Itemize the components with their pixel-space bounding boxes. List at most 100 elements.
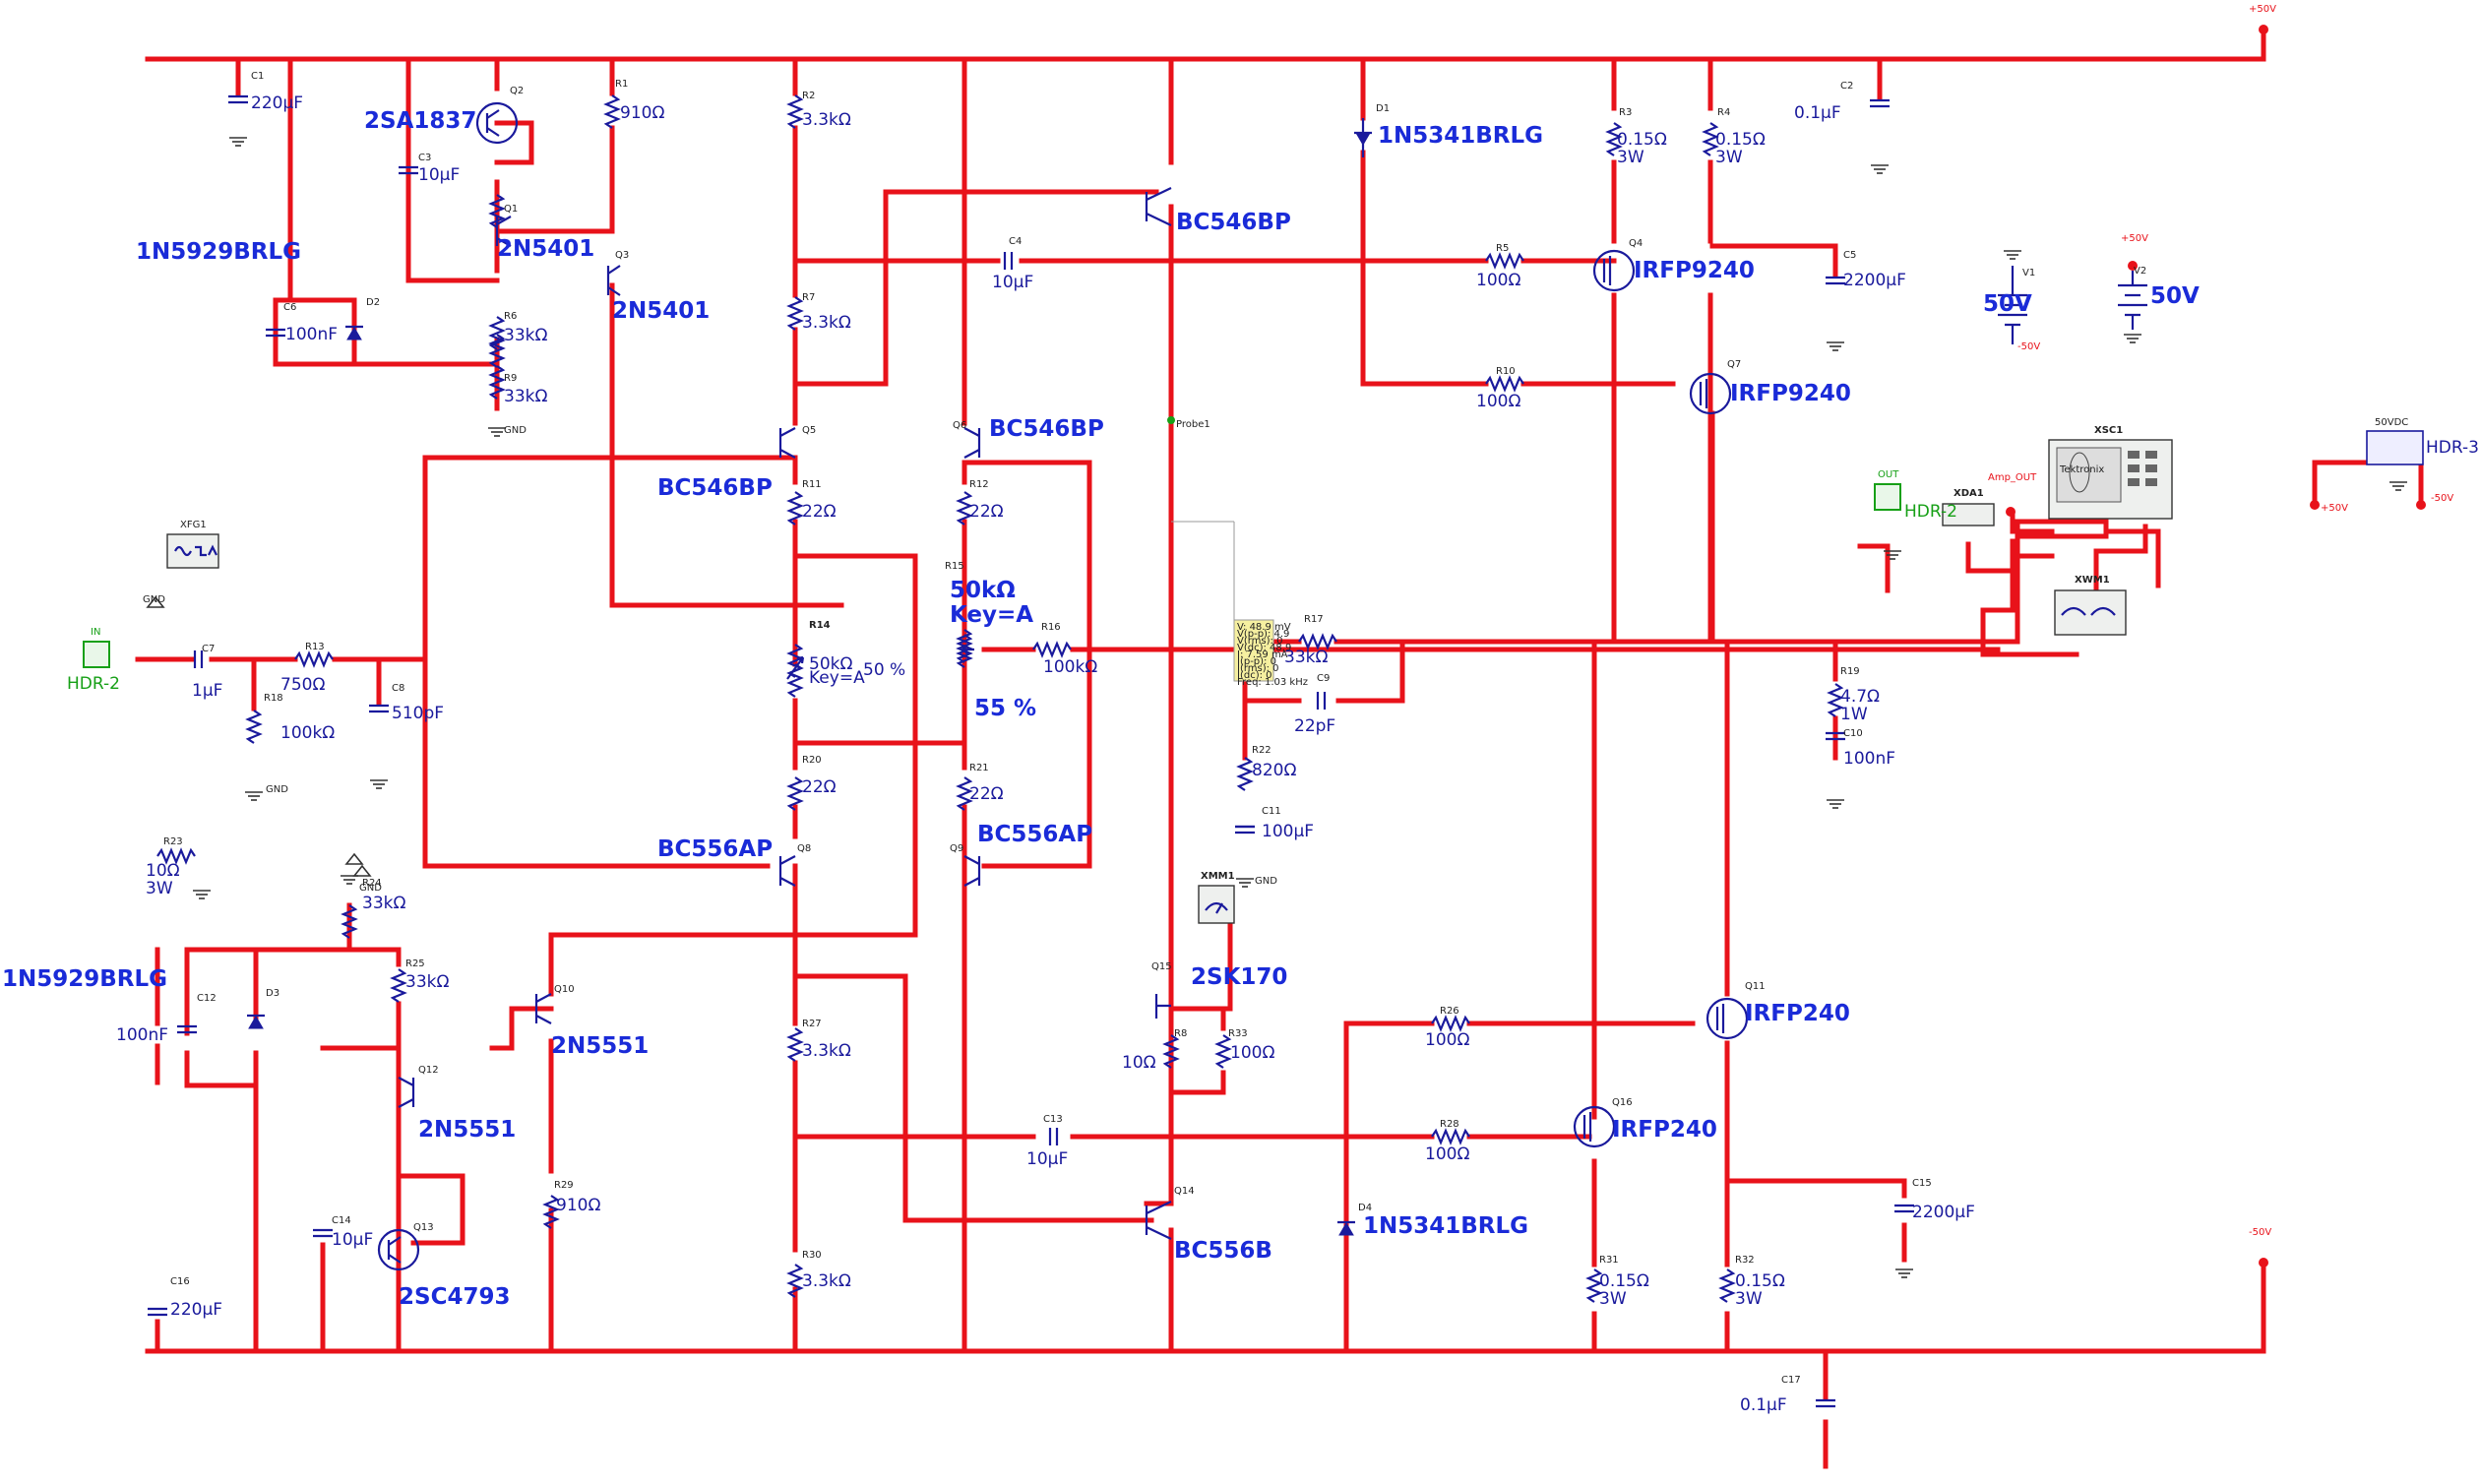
d1-label: 1N5341BRLG: [1378, 123, 1543, 149]
q1-label: 2N5401: [497, 236, 594, 262]
r12-ref: R12: [969, 479, 989, 490]
r16-ref: R16: [1041, 622, 1061, 633]
rail-terminals: +50V -50V: [2006, 4, 2426, 1268]
r8-value: 10Ω: [1122, 1053, 1156, 1073]
output-connector-hdr2[interactable]: OUT HDR-2: [1874, 469, 1957, 522]
d2-label: 1N5929BRLG: [136, 239, 301, 265]
rail-neg-label: -50V: [2249, 1227, 2271, 1238]
probe1[interactable]: Probe1 V: 48.9 mV V(p-p): 4.9 V(rms): 0 …: [1167, 416, 1308, 688]
hdr3-neg: -50V: [2431, 493, 2453, 504]
q4-ref: Q4: [1629, 238, 1643, 249]
v1-ref: V1: [2022, 268, 2035, 278]
r4-watts: 3W: [1715, 148, 1743, 167]
r26-value: 100Ω: [1425, 1030, 1469, 1050]
r27-value: 3.3kΩ: [802, 1041, 851, 1061]
c15-value: 2200µF: [1912, 1203, 1975, 1222]
r12-value: 22Ω: [969, 502, 1004, 522]
q5-label: BC546BP: [657, 475, 773, 501]
q-bc546bp-top-label: BC546BP: [1176, 210, 1291, 235]
c11-ref: C11: [1262, 806, 1281, 817]
d1-ref: D1: [1376, 103, 1390, 114]
q3-label: 2N5401: [612, 298, 710, 324]
r17-ref: R17: [1304, 614, 1324, 625]
r3-ref: R3: [1619, 107, 1632, 118]
input-connector-hdr2[interactable]: IN HDR-2: [67, 627, 120, 694]
r15-pct: 55 %: [974, 696, 1036, 721]
r31-watts: 3W: [1599, 1289, 1627, 1309]
d4-ref: D4: [1358, 1203, 1372, 1213]
c5-ref: C5: [1843, 250, 1856, 261]
q7-label: IRFP9240: [1730, 381, 1851, 406]
component-symbols: [148, 94, 2147, 1408]
r23-ref: R23: [163, 836, 183, 847]
q11-ref: Q11: [1745, 981, 1766, 992]
v2-value: 50V: [2150, 283, 2200, 309]
d4-label: 1N5341BRLG: [1363, 1213, 1528, 1239]
gnd-ref-3: GND: [1255, 876, 1277, 887]
rail-pos-label: +50V: [2249, 4, 2276, 15]
q14-label: BC556B: [1174, 1238, 1272, 1264]
r9-ref: R9: [504, 373, 517, 384]
c2-ref: C2: [1840, 81, 1853, 92]
probe-readout-8: Freq: 1.03 kHz: [1237, 677, 1308, 688]
q6-ref: Q6: [953, 420, 966, 431]
r29-ref: R29: [554, 1180, 574, 1191]
r28-value: 100Ω: [1425, 1144, 1469, 1164]
function-generator-xfg1[interactable]: XFG1: [166, 520, 219, 569]
hdr3-title: 50VDC: [2375, 417, 2408, 428]
q10-ref: Q10: [554, 984, 575, 995]
c13-value: 10µF: [1026, 1149, 1068, 1169]
r33-ref: R33: [1228, 1028, 1248, 1039]
q3-ref: Q3: [615, 250, 629, 261]
r31-value: 0.15Ω: [1599, 1271, 1649, 1291]
r4-ref: R4: [1717, 107, 1730, 118]
r2-ref: R2: [802, 91, 815, 101]
gnd-ref-1: GND: [504, 425, 527, 436]
r24-ref: R24: [362, 878, 382, 889]
multimeter-xmm1[interactable]: XMM1: [1198, 871, 1235, 924]
wire-net: [135, 29, 2423, 1469]
r23-watts: 3W: [146, 879, 173, 898]
c2-value: 0.1µF: [1794, 103, 1841, 123]
c12-ref: C12: [197, 993, 217, 1004]
r11-ref: R11: [802, 479, 822, 490]
r19-value: 4.7Ω: [1840, 687, 1880, 707]
c7-value: 1µF: [192, 681, 222, 701]
oscilloscope-xsc1[interactable]: Tektronix XSC1: [2048, 425, 2173, 520]
q8-label: BC556AP: [657, 836, 773, 862]
r13-value: 750Ω: [280, 675, 325, 695]
q13-ref: Q13: [413, 1222, 434, 1233]
v1-value: 50V: [1983, 291, 2032, 317]
r33-value: 100Ω: [1230, 1043, 1274, 1063]
r27-ref: R27: [802, 1019, 822, 1029]
r2-value: 3.3kΩ: [802, 110, 851, 130]
r21-ref: R21: [969, 763, 989, 773]
distortion-analyzer-xda1[interactable]: XDA1: [1942, 488, 1995, 526]
gnd-ref-2: GND: [266, 784, 288, 795]
r11-value: 22Ω: [802, 502, 837, 522]
r18-ref: R18: [264, 693, 283, 704]
probe-readout-5: I(p-p): 0: [1237, 656, 1276, 667]
q13-label: 2SC4793: [399, 1284, 510, 1310]
r15-key: Key=A: [950, 602, 1033, 628]
xda1-label: XDA1: [1954, 488, 1984, 499]
c11-value: 100µF: [1262, 822, 1314, 841]
c5-value: 2200µF: [1843, 271, 1906, 290]
r14-ref: R14: [809, 620, 831, 631]
power-connector-hdr3[interactable]: 50VDC HDR-3 +50V -50V: [2321, 417, 2479, 514]
wattmeter-xwm1[interactable]: XWM1: [2054, 575, 2127, 636]
q9-ref: Q9: [950, 843, 963, 854]
q16-ref: Q16: [1612, 1097, 1633, 1108]
c16-ref: C16: [170, 1276, 190, 1287]
r1-ref: R1: [615, 79, 628, 90]
probe-readout-3: V(dc): 48.9: [1237, 643, 1291, 653]
r31-ref: R31: [1599, 1255, 1619, 1266]
c9-ref: C9: [1317, 673, 1330, 684]
c12-value: 100nF: [116, 1025, 168, 1045]
c13-ref: C13: [1043, 1114, 1063, 1125]
xmm1-label: XMM1: [1201, 871, 1235, 882]
c8-value: 510pF: [392, 704, 444, 723]
c17-value: 0.1µF: [1740, 1395, 1787, 1415]
r5-ref: R5: [1496, 243, 1509, 254]
